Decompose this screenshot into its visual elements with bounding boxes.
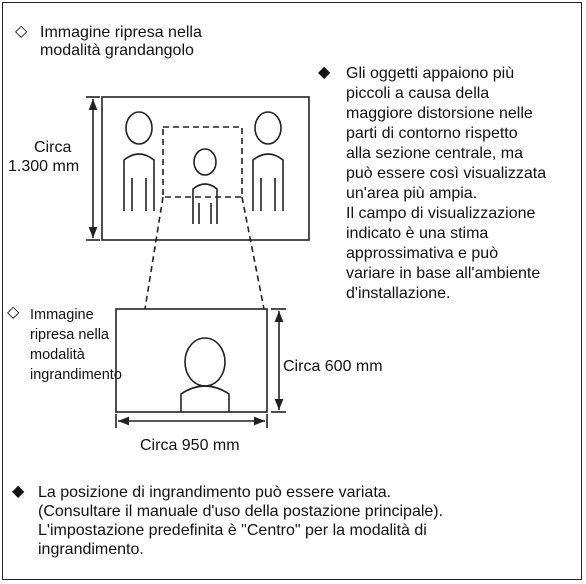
- person-center-icon: [192, 148, 218, 224]
- projection-line-right: [241, 196, 265, 310]
- note-line: Il campo di visualizzazione: [346, 205, 536, 222]
- note-line: d'installazione.: [346, 285, 451, 302]
- wide-height-label-1: Circa: [34, 139, 72, 156]
- note-line: un'area più ampia.: [346, 185, 478, 202]
- footer-marker: ◆: [12, 483, 25, 500]
- person-right-icon: [252, 111, 284, 211]
- projection-line-left: [144, 196, 164, 310]
- person-zoom-icon: [180, 337, 230, 412]
- note-line: parti di contorno rispetto: [346, 125, 518, 142]
- note-line: Gli oggetti appaiono più: [346, 65, 515, 82]
- zoom-caption-line-4: ingrandimento: [30, 367, 122, 383]
- note-line: variare in base all'ambiente: [346, 265, 541, 282]
- zoom-caption-line-3: modalità: [30, 347, 85, 363]
- zoom-width-label: Circa 950 mm: [140, 437, 240, 454]
- wide-frame: [101, 96, 310, 241]
- footer-line: L'impostazione predefinita è "Centro" pe…: [38, 522, 427, 539]
- zoom-region-dashed: [162, 126, 243, 198]
- wide-marker: ◇: [15, 23, 28, 40]
- note-line: alla sezione centrale, ma: [346, 145, 523, 162]
- person-left-icon: [123, 111, 155, 211]
- footer-line: (Consultare il manuale d'uso della posta…: [38, 503, 444, 520]
- zoom-caption-line-1: Immagine: [30, 307, 94, 323]
- zoom-caption-line-2: ripresa nella: [30, 327, 109, 343]
- footer-line: La posizione di ingrandimento può essere…: [38, 484, 392, 501]
- footer-line: ingrandimento.: [38, 541, 144, 558]
- note-marker: ◆: [318, 64, 331, 81]
- note-line: piccoli a causa della: [346, 85, 490, 102]
- zoom-frame: [115, 308, 268, 413]
- zoom-marker: ◇: [7, 304, 20, 321]
- note-line: può essere così visualizzata: [346, 165, 547, 182]
- wide-caption-line-2: modalità grandangolo: [40, 42, 194, 59]
- note-line: approssimativa e può: [346, 245, 499, 262]
- zoom-height-label: Circa 600 mm: [283, 358, 383, 375]
- note-line: maggiore distorsione nelle: [346, 105, 533, 122]
- diagram-frame: [2, 2, 582, 580]
- wide-caption-line-1: Immagine ripresa nella: [40, 24, 202, 41]
- wide-height-label-2: 1.300 mm: [8, 158, 80, 175]
- note-line: indicato è una stima: [346, 225, 489, 242]
